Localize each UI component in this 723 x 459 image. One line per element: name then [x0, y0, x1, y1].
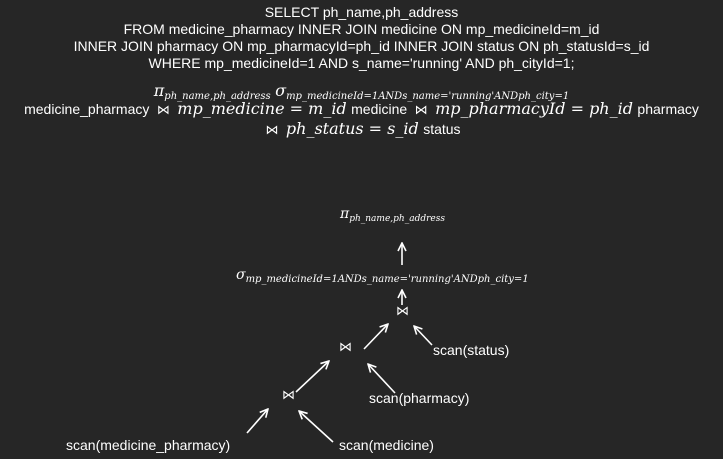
join-symbol: ⋈	[265, 123, 279, 138]
tree-join-mid: ⋈	[339, 340, 352, 355]
join-condition-medicine: mp_medicine = m_id	[177, 99, 347, 118]
join-condition-pharmacy: mp_pharmacyId = ph_id	[435, 99, 633, 118]
sql-line-join: INNER JOIN pharmacy ON mp_pharmacyId=ph_…	[73, 38, 650, 54]
tree-projection-symbol: π	[340, 206, 350, 222]
tree-join-top: ⋈	[396, 304, 409, 319]
algebra-line-3: ⋈ ph_status = s_id status	[0, 119, 723, 139]
sql-line-where: WHERE mp_medicineId=1 AND s_name='runnin…	[148, 55, 575, 71]
edge-scan-pharmacy-to-join-mid	[368, 364, 396, 394]
tree-selection-symbol: σ	[236, 267, 246, 283]
sql-line-select: SELECT ph_name,ph_address	[264, 4, 459, 20]
tree-projection: πph_name,ph_address	[340, 205, 445, 224]
edge-scan-medicine-to-join-low	[299, 411, 334, 443]
edge-scan-mp-to-join-low	[246, 409, 268, 434]
edge-join-mid-to-join-top	[363, 324, 388, 350]
relation-pharmacy: pharmacy	[637, 101, 699, 117]
relation-medicine: medicine	[351, 101, 408, 117]
tree-selection-condition: mp_medicineId=1ANDs_name='running'ANDph_…	[245, 274, 529, 285]
join-condition-status: ph_status = s_id	[285, 119, 419, 138]
selection-condition: mp_medicineId=1ANDs_name='running'ANDph_…	[286, 91, 570, 102]
algebra-line-2: medicine_pharmacy ⋈ mp_medicine = m_id m…	[0, 99, 723, 119]
sql-query: SELECT ph_name,ph_address FROM medicine_…	[0, 4, 723, 72]
selection-symbol: σ	[275, 81, 287, 100]
tree-projection-attributes: ph_name,ph_address	[349, 214, 445, 224]
edge-scan-status-to-join-top	[414, 326, 433, 346]
sql-line-from: FROM medicine_pharmacy INNER JOIN medici…	[123, 21, 600, 37]
join-symbol: ⋈	[156, 103, 170, 118]
algebra-line-1: πph_name,ph_address σmp_medicineId=1ANDs…	[0, 81, 723, 102]
tree-selection: σmp_medicineId=1ANDs_name='running'ANDph…	[236, 266, 529, 285]
projection-attributes: ph_name,ph_address	[164, 91, 271, 102]
relation-status: status	[423, 121, 461, 137]
relation-medicine-pharmacy: medicine_pharmacy	[24, 101, 150, 117]
tree-scan-status: scan(status)	[433, 342, 510, 358]
projection-symbol: π	[153, 81, 165, 100]
tree-scan-pharmacy: scan(pharmacy)	[369, 390, 470, 406]
edge-join-low-to-join-mid	[295, 361, 329, 393]
tree-scan-medicine-pharmacy: scan(medicine_pharmacy)	[66, 437, 231, 453]
tree-scan-medicine: scan(medicine)	[339, 437, 434, 453]
tree-join-low: ⋈	[282, 388, 295, 403]
join-symbol: ⋈	[414, 103, 428, 118]
